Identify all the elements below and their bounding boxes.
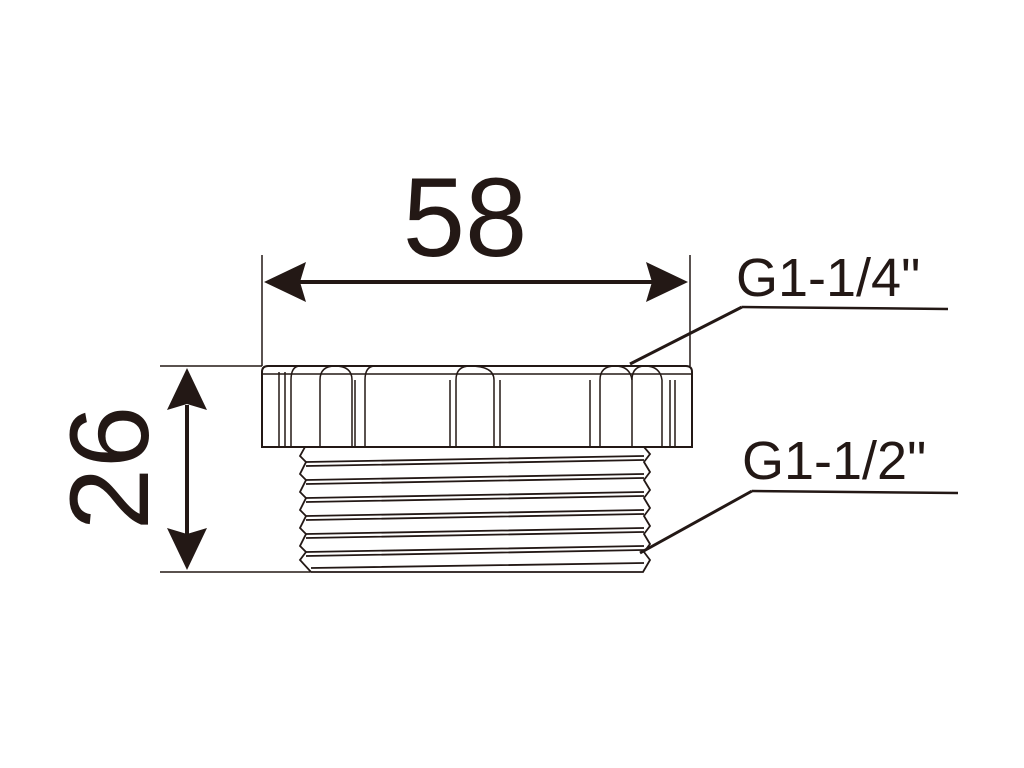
height-dimension-label: 26 xyxy=(47,406,172,531)
width-dimension-label: 58 xyxy=(403,155,528,280)
threaded-body xyxy=(298,446,652,573)
leader-top-thread xyxy=(629,305,949,366)
bottom-thread-label: G1-1/2" xyxy=(742,431,926,491)
knurled-cap xyxy=(261,365,693,448)
width-dimension-arrow xyxy=(264,262,688,302)
height-dimension-arrow xyxy=(167,368,207,570)
top-thread-label: G1-1/4" xyxy=(736,248,920,308)
leader-bottom-thread xyxy=(639,489,959,555)
